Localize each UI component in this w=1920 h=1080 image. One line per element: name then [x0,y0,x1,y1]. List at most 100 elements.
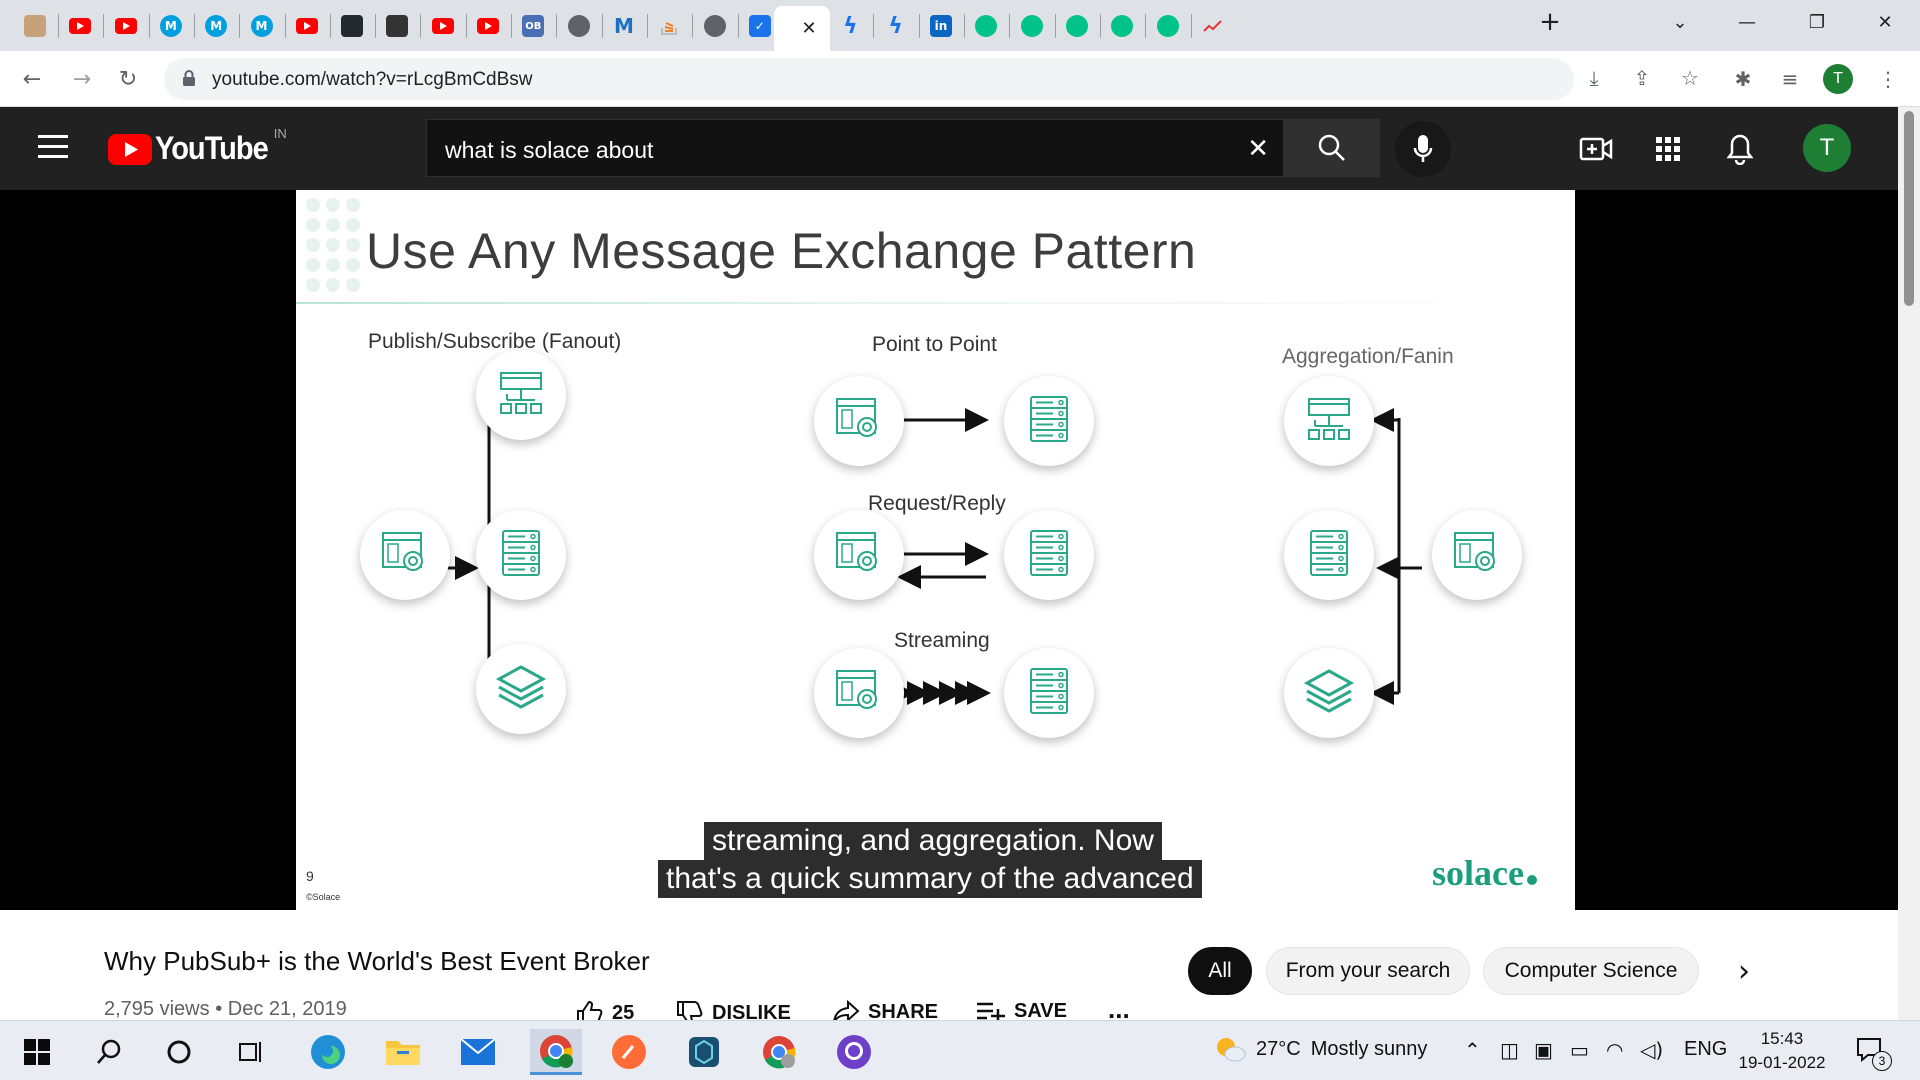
active-tab[interactable]: ✕ [774,6,831,51]
file-explorer-icon[interactable] [380,1029,426,1075]
browser-tab[interactable] [552,8,606,44]
wifi-icon[interactable]: ◠ [1606,1038,1624,1062]
agg-queue-node [1284,510,1374,600]
youtube-logo[interactable]: YouTube IN [108,126,287,167]
title-underline [296,302,1536,304]
language-indicator[interactable]: ENG [1684,1038,1728,1060]
edge-browser-icon[interactable] [305,1029,351,1075]
clock[interactable]: 15:43 19-01-2022 [1736,1027,1828,1075]
volume-icon[interactable]: ◁) [1640,1038,1664,1062]
caption-line-1: streaming, and aggregation. Now [704,822,1162,860]
media-control-icon[interactable]: ≡ [1781,67,1799,91]
browser-tab[interactable] [1050,8,1104,44]
browser-tab[interactable] [280,8,334,44]
browser-tab[interactable]: in [914,8,968,44]
browser-tab[interactable]: M [235,8,289,44]
scrollbar-thumb[interactable] [1904,111,1914,306]
more-actions-button[interactable]: ... [1108,994,1130,1024]
browser-tab[interactable] [1141,8,1195,44]
hamburger-menu-icon[interactable] [38,135,68,159]
url-text[interactable]: youtube.com/watch?v=rLcgBmCdBsw [212,69,533,90]
chart-icon [1202,15,1224,37]
browser-tab[interactable] [99,8,153,44]
youtube-icon [431,18,454,34]
browser-tab[interactable] [1095,8,1149,44]
browser-tab[interactable] [959,8,1013,44]
solace-logo-dot [1526,875,1537,885]
chip-computer-science[interactable]: Computer Science [1483,947,1699,995]
browser-tab[interactable]: ϟ [823,8,877,44]
bookmark-star-icon[interactable]: ☆ [1681,66,1699,90]
label-request-reply: Request/Reply [868,492,1006,515]
apps-grid-icon[interactable] [1648,129,1688,169]
notifications-bell-icon[interactable] [1720,129,1760,169]
new-tab-button[interactable]: + [1539,7,1561,37]
chip-from-your-search[interactable]: From your search [1266,947,1470,995]
back-button[interactable]: ← [22,66,42,92]
chips-next-icon[interactable]: › [1738,954,1750,989]
notification-center-icon[interactable]: 3 [1856,1037,1892,1071]
anypoint-studio-icon[interactable] [681,1029,727,1075]
browser-tab[interactable]: OB [506,8,560,44]
extensions-icon[interactable]: ✱ [1734,67,1752,91]
browser-tab[interactable] [1005,8,1059,44]
voice-search-button[interactable] [1395,121,1451,177]
search-query[interactable]: what is solace about [445,137,654,163]
chip-all[interactable]: All [1188,947,1252,995]
browser-tab[interactable]: M [144,8,198,44]
account-avatar[interactable]: T [1803,124,1851,172]
save-button[interactable]: SAVE [976,1000,1067,1023]
browser-tab[interactable]: ✓ [733,8,787,44]
share-icon[interactable]: ⇪ [1633,66,1651,90]
browser-tab[interactable] [370,8,424,44]
tray-overflow-icon[interactable]: ⌃ [1464,1038,1481,1062]
mail-icon[interactable] [455,1029,501,1075]
browser-tab[interactable] [53,8,107,44]
browser-tab[interactable]: M [597,8,651,44]
chrome-alt-icon[interactable] [756,1029,802,1075]
tab-search-icon[interactable]: ⌄ [1672,11,1688,33]
address-bar[interactable]: youtube.com/watch?v=rLcgBmCdBsw ⤓ ⇪ ☆ [164,58,1699,100]
browser-tab[interactable] [8,8,62,44]
start-button[interactable] [14,1029,60,1075]
install-icon[interactable]: ⤓ [1589,66,1599,90]
restore-icon[interactable]: ❐ [1808,11,1826,33]
tab-separator [58,14,59,38]
search-button[interactable] [1284,119,1380,177]
antivirus-icon[interactable]: ▣ [1534,1038,1553,1062]
search-input[interactable]: what is solace about ✕ [426,119,1284,177]
cortana-icon[interactable] [156,1029,202,1075]
profile-avatar[interactable]: T [1822,63,1854,95]
create-video-icon[interactable] [1576,129,1616,169]
browser-tab[interactable] [688,8,742,44]
meet-now-icon[interactable]: ◫ [1500,1038,1519,1062]
request-sender-node [814,510,904,600]
chrome-taskbar-icon[interactable] [530,1029,582,1075]
taskbar-search-icon[interactable] [86,1029,132,1075]
browser-tab[interactable] [416,8,470,44]
decorative-dot [346,278,360,292]
close-window-icon[interactable]: ✕ [1877,11,1893,33]
tab-separator [420,14,422,38]
reload-button[interactable]: ↻ [118,66,138,92]
weather-widget[interactable]: 27°C Mostly sunny [1214,1035,1427,1063]
browser-tab[interactable] [325,8,379,44]
github-desktop-icon[interactable] [831,1029,877,1075]
video-player[interactable]: Use Any Message Exchange Pattern Publish… [0,190,1898,910]
minimize-icon[interactable]: — [1738,11,1756,33]
forward-button[interactable]: → [72,66,92,92]
todo-icon: ✓ [748,15,771,37]
task-view-icon[interactable] [228,1029,274,1075]
browser-tab[interactable]: M [189,8,243,44]
browser-tab[interactable] [642,8,696,44]
browser-tab[interactable] [1186,8,1240,44]
page-scrollbar[interactable] [1898,107,1920,1020]
browser-menu-icon[interactable]: ⋮ [1878,67,1898,91]
clear-search-icon[interactable]: ✕ [1247,134,1269,164]
browser-tab[interactable] [461,8,515,44]
battery-icon[interactable]: ▭ [1570,1038,1589,1062]
postman-icon[interactable] [606,1029,652,1075]
browser-tab[interactable]: ϟ [869,8,923,44]
notification-count: 3 [1872,1051,1892,1071]
lock-icon[interactable] [182,69,196,92]
